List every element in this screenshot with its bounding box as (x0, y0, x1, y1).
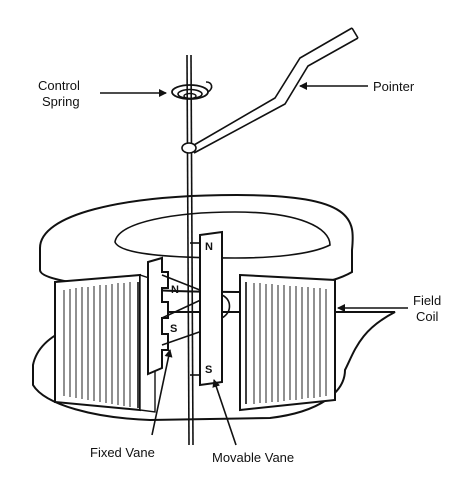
field-coil-label-line1: Field (413, 293, 441, 308)
movable-vane-label: Movable Vane (212, 450, 294, 465)
control-spring (171, 81, 213, 100)
field-coil-label-line2: Coil (416, 309, 439, 324)
control-spring-label-line1: Control (38, 78, 80, 93)
movable-vane: N S (190, 230, 231, 387)
movable-vane-south-pole: S (205, 364, 212, 376)
pointer-label: Pointer (373, 79, 415, 94)
fixed-vane-south-pole: S (170, 323, 177, 335)
movable-vane-north-pole: N (205, 241, 213, 253)
fixed-vane: N S (147, 256, 206, 376)
right-winding (239, 273, 336, 412)
left-winding (54, 273, 141, 412)
pointer (181, 27, 359, 154)
fixed-vane-north-pole: N (171, 284, 179, 296)
spindle (186, 54, 194, 446)
fixed-vane-label: Fixed Vane (90, 445, 155, 460)
movable-vane-leader (212, 379, 237, 446)
control-spring-label-line2: Spring (42, 94, 80, 109)
fixed-vane-leader (151, 349, 173, 436)
